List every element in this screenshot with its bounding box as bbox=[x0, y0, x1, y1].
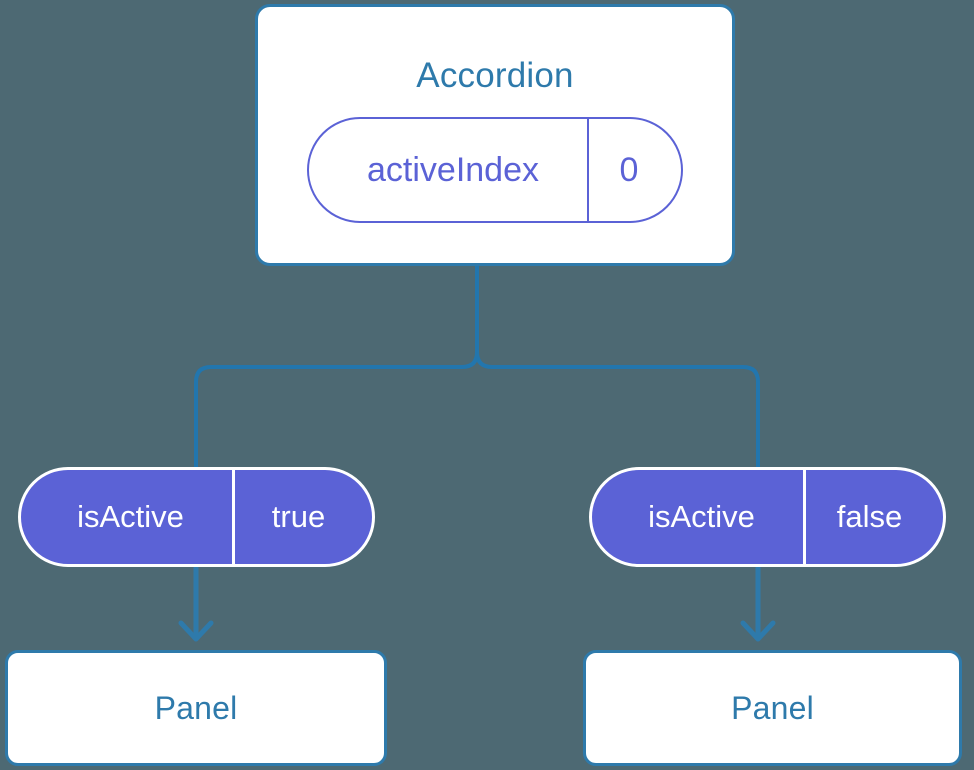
right-panel-component-card[interactable]: Panel bbox=[583, 650, 962, 766]
left-is-active-prop-pill[interactable]: isActive true bbox=[18, 467, 375, 567]
branch-left-connector bbox=[194, 264, 479, 469]
left-is-active-prop-value: true bbox=[271, 499, 326, 534]
right-panel-title: Panel bbox=[731, 689, 814, 726]
active-index-prop-key: activeIndex bbox=[309, 119, 589, 221]
right-is-active-prop-key: isActive bbox=[592, 470, 806, 564]
accordion-title: Accordion bbox=[416, 56, 574, 95]
right-arrow-head-icon bbox=[740, 620, 776, 642]
active-index-prop-value: 0 bbox=[619, 150, 639, 189]
right-is-active-prop-pill[interactable]: isActive false bbox=[589, 467, 946, 567]
left-panel-component-card[interactable]: Panel bbox=[5, 650, 387, 766]
branch-right-connector bbox=[475, 264, 760, 469]
right-is-active-prop-value: false bbox=[836, 499, 903, 534]
left-is-active-prop-key: isActive bbox=[21, 470, 235, 564]
left-arrow-head-icon bbox=[178, 620, 214, 642]
active-index-prop-pill[interactable]: activeIndex 0 bbox=[307, 117, 683, 223]
left-panel-title: Panel bbox=[154, 689, 238, 726]
